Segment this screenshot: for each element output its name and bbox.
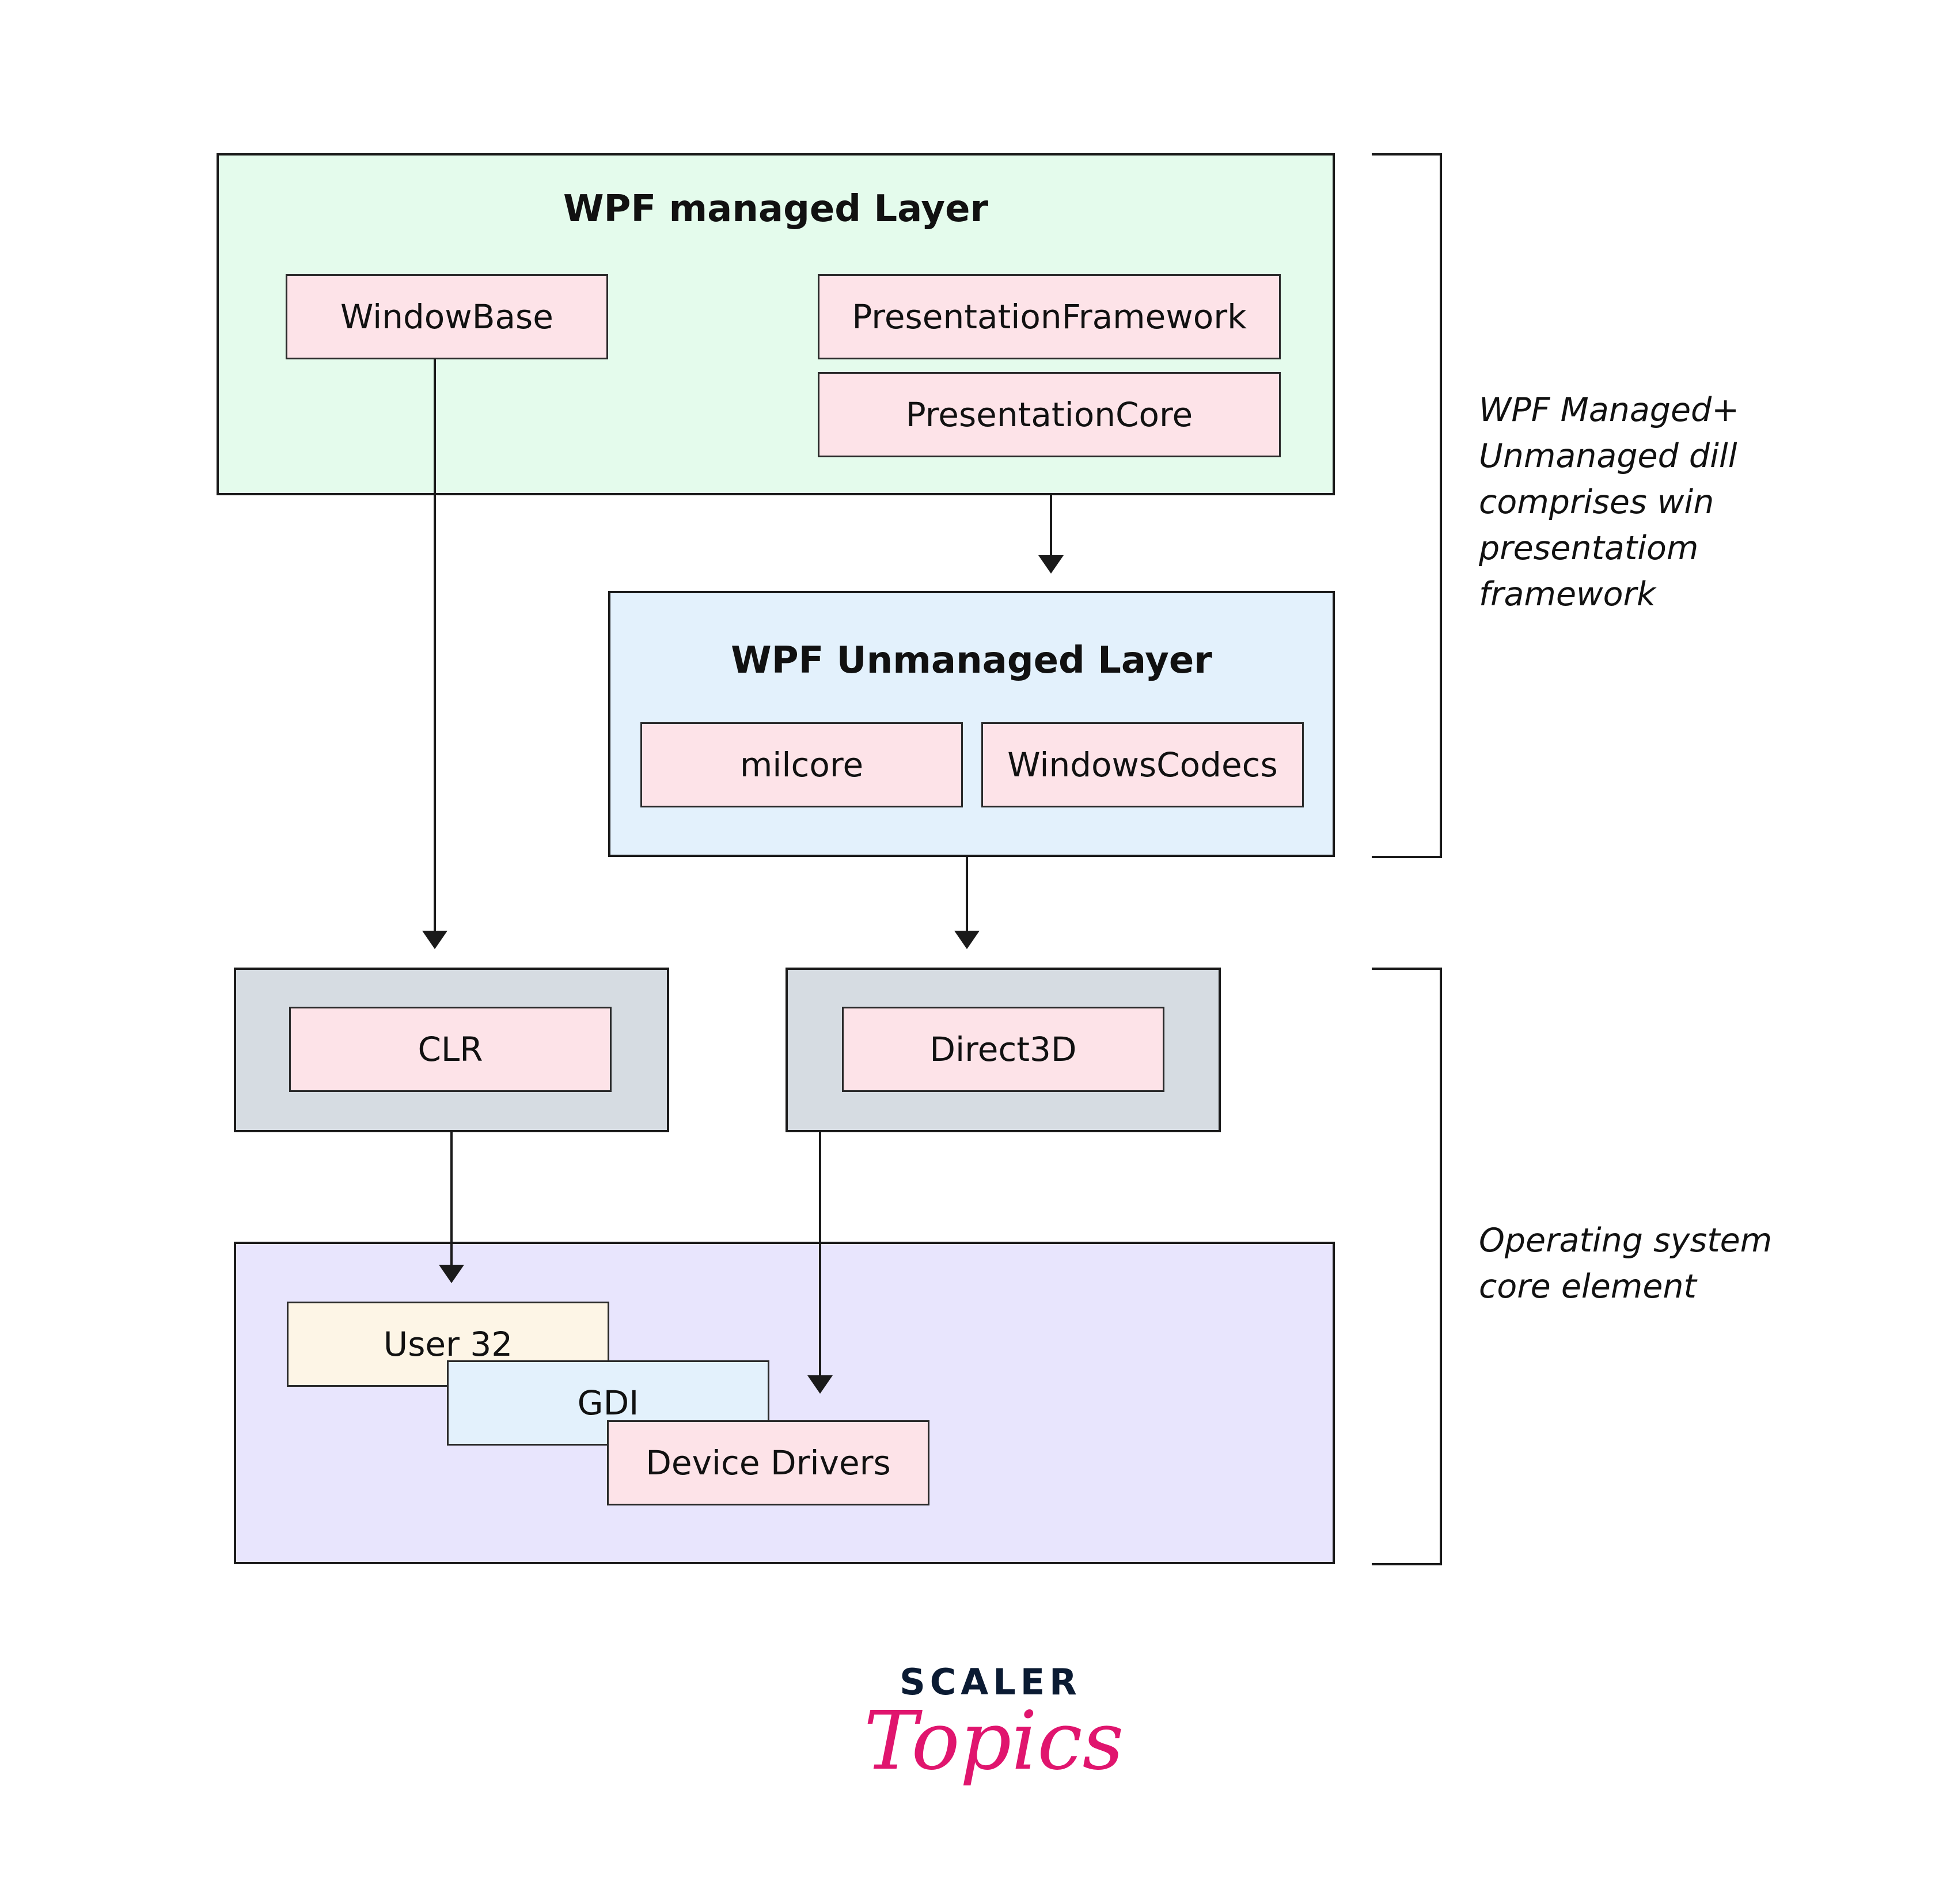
- bracket-wpf: [1372, 153, 1442, 858]
- arrowhead-windowbase: [422, 931, 447, 949]
- wpf-note-line-5: framework: [1479, 575, 1656, 613]
- presentation-core-box: PresentationCore: [818, 372, 1281, 457]
- wpf-note-line-1: WPF Managed+: [1479, 391, 1739, 429]
- windowbase-box: WindowBase: [286, 274, 608, 359]
- os-annotation: Operating system core element: [1479, 1218, 1859, 1310]
- arrowhead-clr: [439, 1265, 464, 1283]
- managed-layer-title: WPF managed Layer: [563, 188, 989, 230]
- os-note-line-2: core element: [1479, 1268, 1697, 1306]
- scaler-topics-logo: SCALER Topics: [864, 1661, 1124, 1811]
- milcore-box: milcore: [640, 722, 963, 807]
- arrowhead-unmanaged: [954, 931, 980, 949]
- presentation-framework-box: PresentationFramework: [818, 274, 1281, 359]
- wpf-note-line-3: comprises win: [1479, 483, 1714, 521]
- bracket-os: [1372, 968, 1442, 1565]
- windowscodecs-box: WindowsCodecs: [981, 722, 1304, 807]
- arrowhead-core: [1038, 555, 1064, 574]
- arrowhead-direct3d: [807, 1375, 833, 1394]
- direct3d-box: Direct3D: [842, 1007, 1164, 1092]
- device-drivers-box: Device Drivers: [607, 1420, 929, 1505]
- logo-scaler-text: SCALER: [900, 1661, 1082, 1703]
- logo-topics-text: Topics: [864, 1694, 1124, 1788]
- wpf-note-line-4: presentatiom: [1479, 529, 1699, 567]
- os-core-layer: [234, 1242, 1335, 1564]
- os-note-line-1: Operating system: [1479, 1222, 1773, 1260]
- unmanaged-layer-title: WPF Unmanaged Layer: [731, 639, 1212, 682]
- wpf-note-line-2: Unmanaged dill: [1479, 437, 1737, 475]
- clr-box: CLR: [289, 1007, 612, 1092]
- wpf-annotation: WPF Managed+ Unmanaged dill comprises wi…: [1479, 387, 1836, 617]
